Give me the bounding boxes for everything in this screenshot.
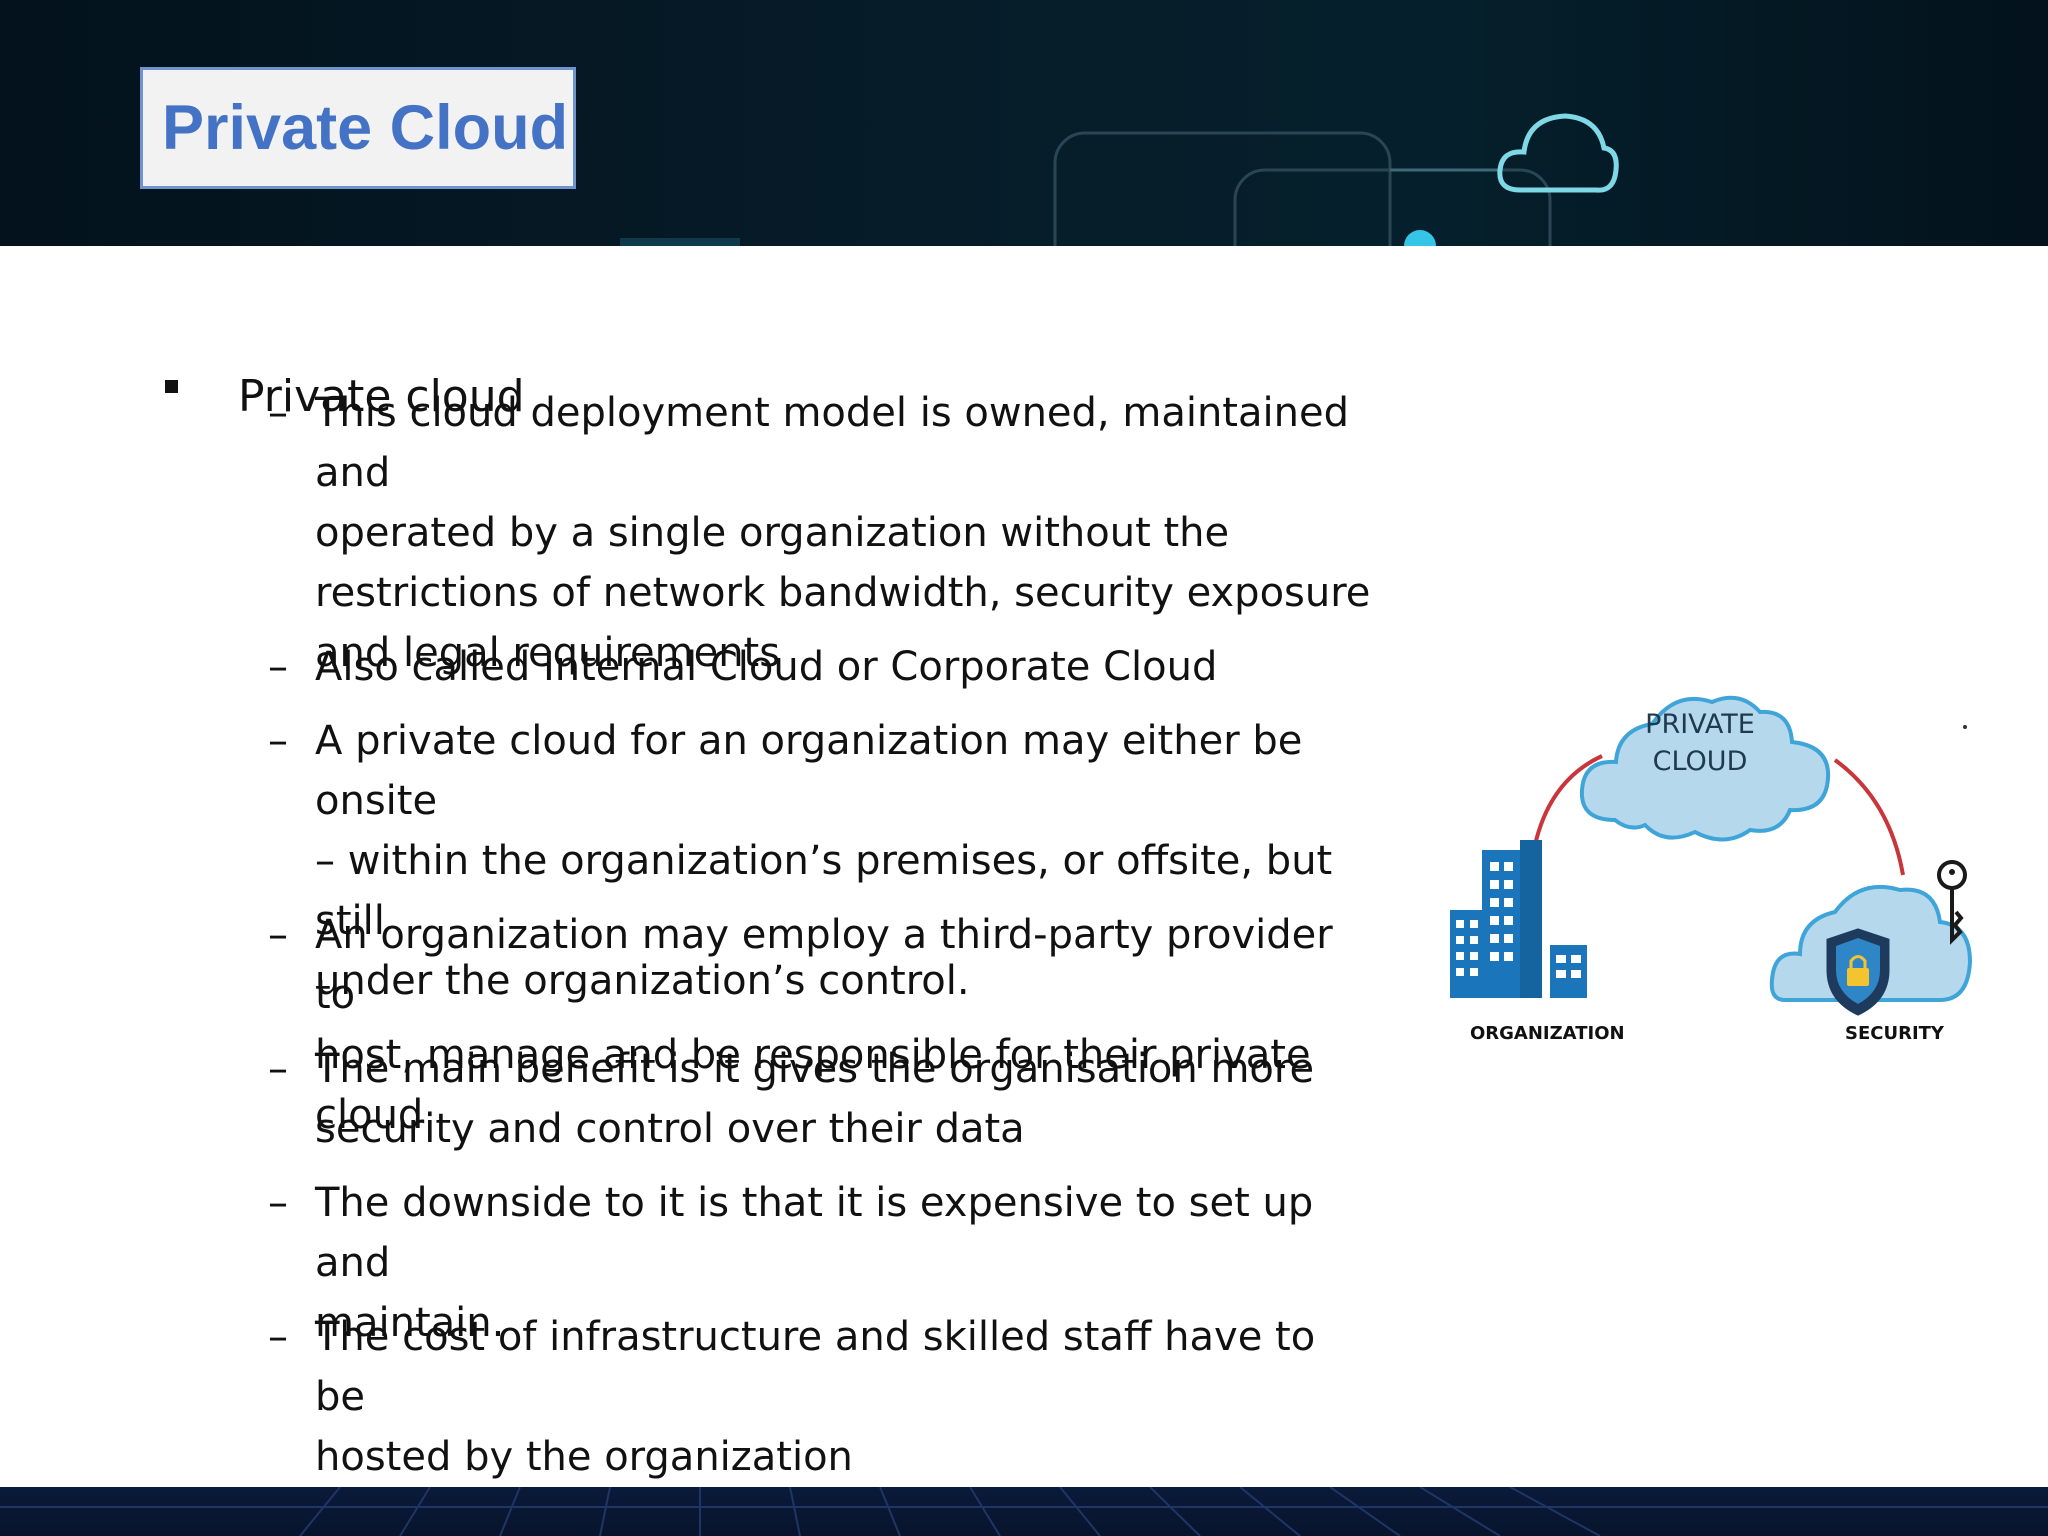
main-bullet-text: Private cloud (238, 371, 525, 422)
dash-icon: – (268, 1046, 288, 1092)
bullet-square-icon (165, 380, 178, 393)
page-title: Private Cloud (162, 93, 569, 163)
list-item-text: An organization may employ a third-party… (315, 912, 1333, 1138)
title-box: Private Cloud (140, 67, 576, 189)
footer-band (0, 1487, 2048, 1536)
list-item-text: The downside to it is that it is expensi… (315, 1180, 1314, 1346)
list-item-text: Also called Internal Cloud or Corporate … (315, 644, 1218, 690)
list-item-text: The main benefit is it gives the organis… (315, 1046, 1315, 1152)
circuit-decoration (620, 113, 1619, 246)
private-cloud-label: PRIVATE CLOUD (1645, 709, 1755, 777)
cloud-outline-icon (1497, 113, 1619, 193)
dash-icon: – (268, 718, 288, 764)
footer-grid-decoration (0, 1487, 2048, 1536)
dash-icon: – (268, 644, 288, 690)
security-label: SECURITY (1845, 1023, 1944, 1044)
list-item-text: The cost of infrastructure and skilled s… (315, 1314, 1316, 1480)
private-cloud-diagram: PRIVATE CLOUD ORGANIZATION SECURITY (1440, 650, 2010, 1070)
organization-label: ORGANIZATION (1470, 1023, 1625, 1044)
list-item-text: This cloud deployment model is owned, ma… (315, 390, 1371, 676)
list-item-text: A private cloud for an organization may … (315, 718, 1333, 1004)
stray-dot (1963, 725, 1967, 729)
building-icon (1450, 840, 1587, 998)
dash-icon: – (268, 390, 288, 436)
diagram-graphics (1450, 695, 1973, 1016)
shield-lock-icon (1826, 928, 1890, 1016)
key-icon (1937, 860, 1967, 945)
cloud-icon (1579, 695, 1831, 842)
dash-icon: – (268, 1180, 288, 1226)
dash-icon: – (268, 912, 288, 958)
main-bullet: Private cloud (0, 309, 900, 422)
dash-icon: – (268, 1314, 288, 1360)
